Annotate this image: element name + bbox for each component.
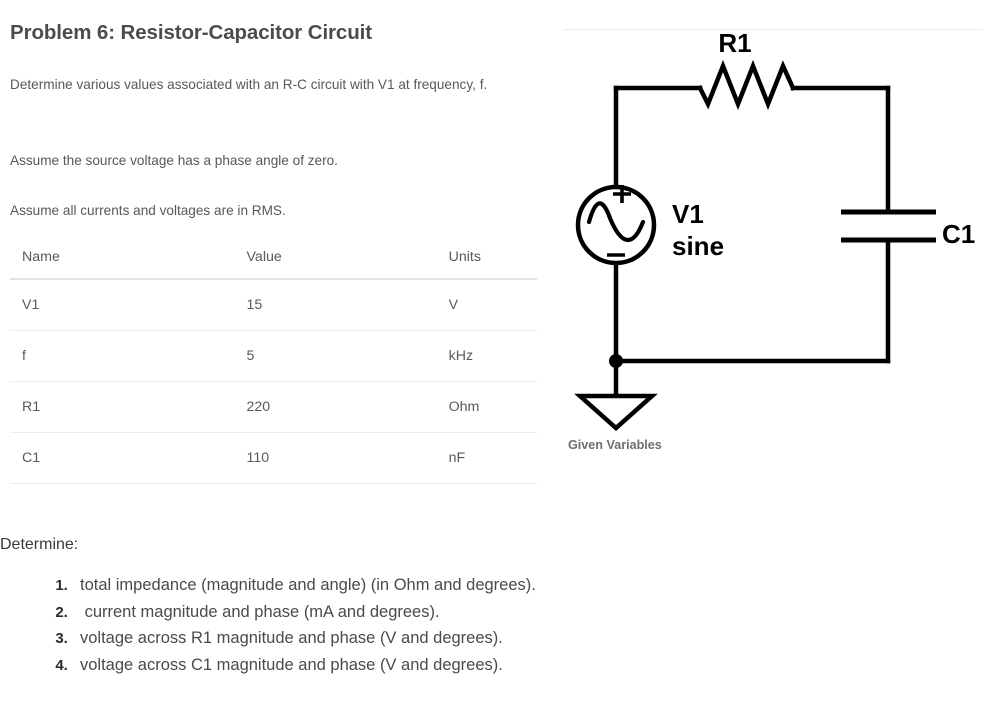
intro-paragraph-2: Assume the source voltage has a phase an… bbox=[10, 152, 338, 168]
problem-statement-column: Problem 6: Resistor-Capacitor Circuit De… bbox=[0, 0, 556, 520]
column-header-name: Name bbox=[10, 238, 247, 280]
table-row: R1 220 Ohm bbox=[10, 381, 537, 433]
table-row: V1 15 V bbox=[10, 279, 537, 331]
cell-value: 110 bbox=[246, 432, 449, 484]
cell-units: V bbox=[448, 279, 537, 331]
column-header-units: Units bbox=[448, 238, 537, 280]
given-variables-caption: Given Variables bbox=[568, 438, 662, 452]
list-item: total impedance (magnitude and angle) (i… bbox=[72, 572, 536, 599]
capacitor-label: C1 bbox=[942, 219, 975, 249]
intro-paragraph-3: Assume all currents and voltages are in … bbox=[10, 202, 286, 218]
cell-units: nF bbox=[448, 432, 537, 484]
list-item: voltage across C1 magnitude and phase (V… bbox=[72, 652, 536, 679]
determine-list: total impedance (magnitude and angle) (i… bbox=[0, 572, 536, 678]
table-header: Name Value Units bbox=[10, 238, 537, 280]
resistor-symbol bbox=[696, 59, 796, 111]
column-header-value: Value bbox=[246, 238, 449, 280]
list-item: current magnitude and phase (mA and degr… bbox=[72, 599, 536, 626]
source-type-label: sine bbox=[672, 231, 724, 261]
resistor-label: R1 bbox=[718, 28, 751, 58]
plus-sign-icon bbox=[613, 185, 631, 203]
sine-wave-icon bbox=[586, 201, 646, 243]
cell-value: 15 bbox=[246, 279, 449, 331]
cell-name: C1 bbox=[10, 432, 247, 484]
cell-value: 220 bbox=[246, 381, 449, 433]
circuit-schematic: R1 V1 sine C1 bbox=[574, 28, 975, 432]
cell-value: 5 bbox=[246, 330, 449, 382]
table-row: C1 110 nF bbox=[10, 432, 537, 484]
intro-paragraph-1: Determine various values associated with… bbox=[10, 76, 488, 92]
page-title: Problem 6: Resistor-Capacitor Circuit bbox=[10, 20, 372, 44]
list-item: voltage across R1 magnitude and phase (V… bbox=[72, 625, 536, 652]
capacitor-symbol bbox=[841, 209, 936, 243]
cell-name: V1 bbox=[10, 279, 247, 331]
ground-symbol bbox=[574, 393, 658, 432]
table-header-row: Name Value Units bbox=[10, 238, 537, 280]
junction-dot bbox=[609, 354, 623, 368]
cell-units: Ohm bbox=[448, 381, 537, 433]
source-name-label: V1 bbox=[672, 199, 704, 229]
table-row: f 5 kHz bbox=[10, 330, 537, 382]
cell-name: f bbox=[10, 330, 247, 382]
circuit-diagram-panel: R1 V1 sine C1 Given Variables bbox=[556, 0, 983, 500]
given-variables-table: Name Value Units V1 15 V f 5 kHz R1 220 … bbox=[10, 238, 537, 484]
determine-heading: Determine: bbox=[0, 536, 79, 553]
cell-units: kHz bbox=[448, 330, 537, 382]
table-body: V1 15 V f 5 kHz R1 220 Ohm C1 110 nF bbox=[10, 279, 537, 484]
circuit-divider bbox=[563, 29, 983, 30]
cell-name: R1 bbox=[10, 381, 247, 433]
